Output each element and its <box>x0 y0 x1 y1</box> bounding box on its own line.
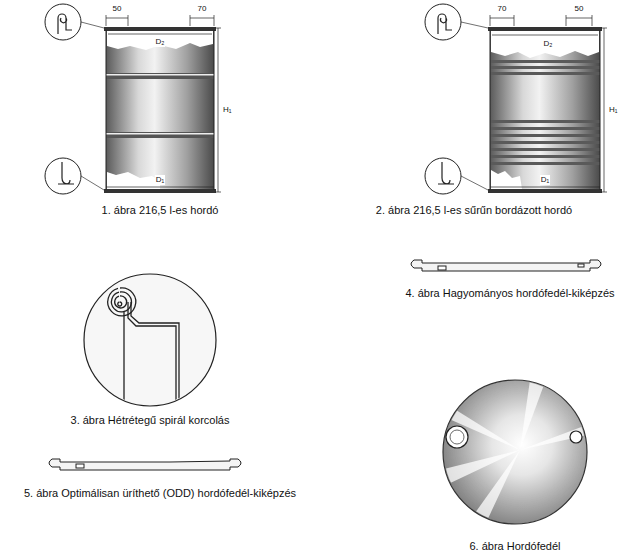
dimension-label: 70 <box>497 4 508 13</box>
figure-caption: 5. ábra Optimálisan üríthető (ODD) hordó… <box>24 487 296 500</box>
dimension-label: 70 <box>197 4 208 13</box>
lid-profile-traditional <box>411 260 601 271</box>
barrel-2 <box>425 4 607 194</box>
dimension-label: D₂ <box>155 37 166 46</box>
lid-profile-odd <box>49 459 241 470</box>
figure-caption: 1. ábra 216,5 l-es hordó <box>102 204 219 217</box>
figure-caption: 4. ábra Hagyományos hordófedél-kiképzés <box>405 287 614 300</box>
dimension-label: D₁ <box>540 175 550 184</box>
figure-caption: 6. ábra Hordófedél <box>469 540 560 553</box>
seam-detail <box>84 274 216 420</box>
dimension-label: 50 <box>112 4 123 13</box>
dimension-label: H₁ <box>608 105 618 114</box>
dimension-label: 50 <box>574 4 585 13</box>
figure-caption: 2. ábra 216,5 l-es sűrűn bordázott hordó <box>376 204 572 217</box>
dimension-label: H₁ <box>222 105 232 114</box>
dimension-label: D₁ <box>155 175 165 184</box>
barrel-1 <box>45 4 221 194</box>
dimension-label: D₂ <box>543 39 554 48</box>
lid-top-view <box>440 380 600 525</box>
figure-caption: 3. ábra Hétrétegű spirál korcolás <box>71 414 230 427</box>
